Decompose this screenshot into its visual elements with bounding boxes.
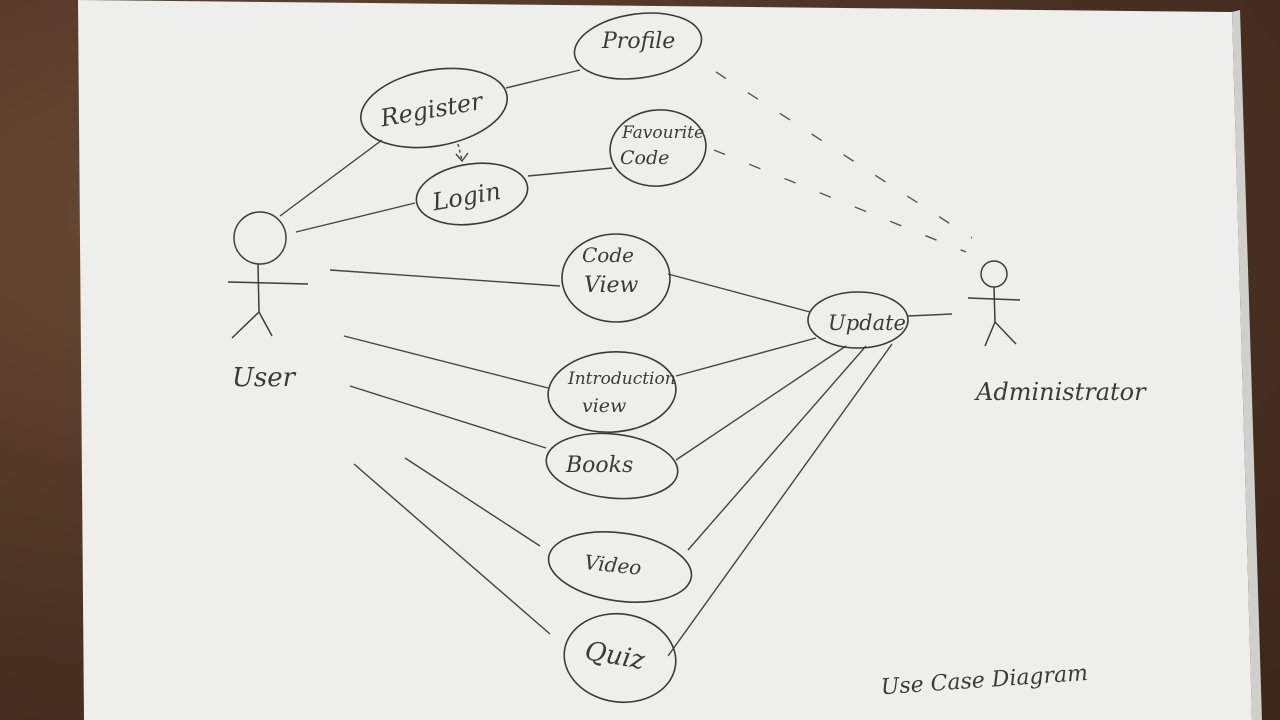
- update-associations: [667, 273, 953, 657]
- paper-sheet: [78, 0, 1252, 720]
- use-case-update: Update: [807, 291, 909, 349]
- paper-shadow: [1232, 10, 1262, 720]
- use-case-video: Video: [547, 531, 693, 603]
- include-arrow: [455, 143, 469, 163]
- use-case-introduction-line1: Introduction: [567, 369, 676, 389]
- user-actor-label: User: [232, 363, 297, 393]
- admin-dashed-links: [713, 71, 973, 253]
- use-case-update-label: Update: [828, 311, 906, 335]
- use-case-favourite-code: Favourite Code: [609, 109, 707, 187]
- use-case-profile-label: Profile: [601, 29, 675, 54]
- use-case-introduction-view: Introduction view: [547, 351, 677, 433]
- use-case-code-view-line1: Code: [582, 243, 634, 267]
- use-case-books-label: Books: [565, 453, 633, 478]
- use-case-code-view: Code View: [561, 233, 671, 323]
- use-case-books: Books: [545, 432, 679, 500]
- use-case-introduction-line2: view: [582, 395, 626, 417]
- admin-actor-label: Administrator: [974, 378, 1147, 406]
- use-case-favourite-code-line2: Code: [620, 147, 669, 169]
- use-case-code-view-line2: View: [584, 273, 639, 298]
- admin-actor: [967, 260, 1021, 347]
- user-actor: [227, 211, 309, 339]
- use-case-profile: Profile: [573, 12, 703, 80]
- use-case-video-label: Video: [583, 550, 642, 580]
- user-associations: [279, 69, 613, 635]
- use-case-favourite-code-line1: Favourite: [621, 123, 704, 143]
